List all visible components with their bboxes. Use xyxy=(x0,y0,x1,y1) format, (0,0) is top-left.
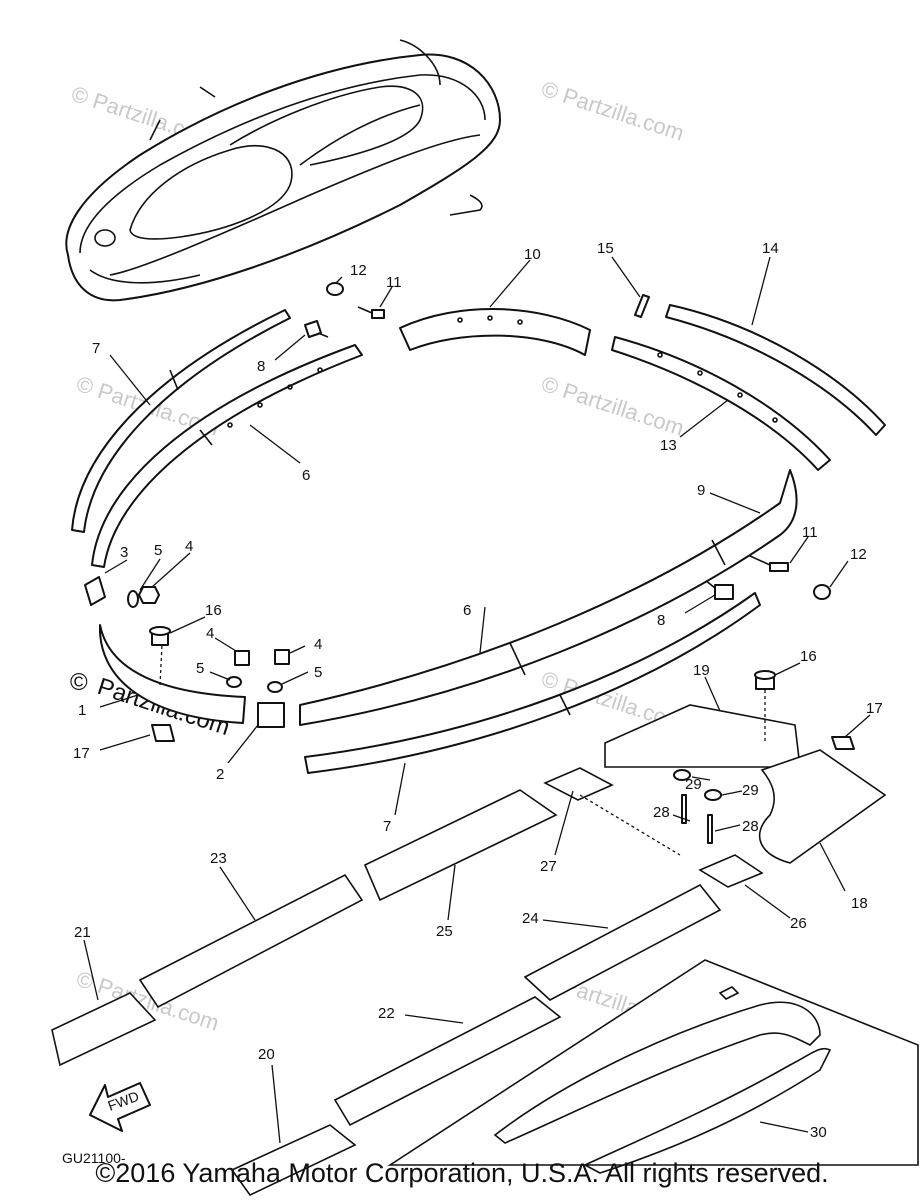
watercraft-illustration xyxy=(65,39,501,302)
callout-18: 18 xyxy=(851,895,868,912)
callout-11: 11 xyxy=(386,274,402,291)
callout-7: 7 xyxy=(92,340,100,357)
callout-10: 10 xyxy=(524,246,541,263)
callout-5: 5 xyxy=(154,542,162,559)
part-19 xyxy=(604,704,801,768)
part-20 xyxy=(230,1124,357,1197)
part-21 xyxy=(51,992,157,1067)
callout-23: 23 xyxy=(210,850,227,867)
callout-8: 8 xyxy=(257,358,265,375)
callout-12: 12 xyxy=(850,546,867,563)
callout-3: 3 xyxy=(120,544,128,561)
callout-20: 20 xyxy=(258,1046,275,1063)
callout-21: 21 xyxy=(74,924,91,941)
callout-26: 26 xyxy=(790,915,807,932)
part-7-upper xyxy=(71,309,291,533)
callout-5: 5 xyxy=(196,660,204,677)
callout-28: 28 xyxy=(742,818,759,835)
part-9 xyxy=(299,469,798,726)
callout-4: 4 xyxy=(314,636,322,653)
callout-13: 13 xyxy=(660,437,677,454)
part-30 xyxy=(387,959,919,1174)
callout-8: 8 xyxy=(657,612,665,629)
hardware xyxy=(84,282,855,844)
callout-22: 22 xyxy=(378,1005,395,1022)
callout-2: 2 xyxy=(216,766,224,783)
part-25 xyxy=(363,789,558,902)
callout-16: 16 xyxy=(205,602,222,619)
part-14 xyxy=(665,304,886,436)
callout-4: 4 xyxy=(185,538,193,555)
leader-lines xyxy=(83,256,871,1144)
part-18 xyxy=(758,749,887,864)
callout-29: 29 xyxy=(685,776,702,793)
callout-24: 24 xyxy=(522,910,539,927)
watermark-symbol: © xyxy=(70,669,88,696)
callout-17: 17 xyxy=(73,745,90,762)
callout-14: 14 xyxy=(762,240,779,257)
callout-1: 1 xyxy=(78,702,86,719)
callout-11: 11 xyxy=(802,524,818,541)
fwd-arrow: FWD xyxy=(89,1082,151,1132)
part-13 xyxy=(611,336,831,471)
callout-6: 6 xyxy=(302,467,310,484)
part-10 xyxy=(399,308,591,356)
part-24 xyxy=(523,883,722,1001)
part-27 xyxy=(543,767,614,801)
callout-15: 15 xyxy=(597,240,614,257)
part-23 xyxy=(138,873,364,1009)
part-6-upper xyxy=(91,344,363,568)
part-26 xyxy=(698,854,764,888)
copyright-notice: ©2016 Yamaha Motor Corporation, U.S.A. A… xyxy=(95,1158,829,1188)
part-1 xyxy=(98,624,246,724)
part-7-lower xyxy=(304,592,761,774)
watermark: © Partzilla.com xyxy=(538,76,687,146)
figure-code: GU21100- xyxy=(62,1150,126,1166)
callout-12: 12 xyxy=(350,262,367,279)
callout-27: 27 xyxy=(540,858,557,875)
callout-17: 17 xyxy=(866,700,883,717)
callout-6: 6 xyxy=(463,602,471,619)
callout-9: 9 xyxy=(697,482,705,499)
callout-16: 16 xyxy=(800,648,817,665)
callout-4: 4 xyxy=(206,625,214,642)
callouts: 1 2 3 4 4 4 5 5 5 6 6 7 7 8 8 9 10 11 11… xyxy=(73,240,883,1141)
callout-30: 30 xyxy=(810,1124,827,1141)
part-22 xyxy=(333,996,562,1127)
callout-25: 25 xyxy=(436,923,453,940)
callout-7: 7 xyxy=(383,818,391,835)
callout-28: 28 xyxy=(653,804,670,821)
callout-19: 19 xyxy=(693,662,710,679)
watermark: © Partzilla.com xyxy=(538,371,687,441)
callout-5: 5 xyxy=(314,664,322,681)
callout-29: 29 xyxy=(742,782,759,799)
